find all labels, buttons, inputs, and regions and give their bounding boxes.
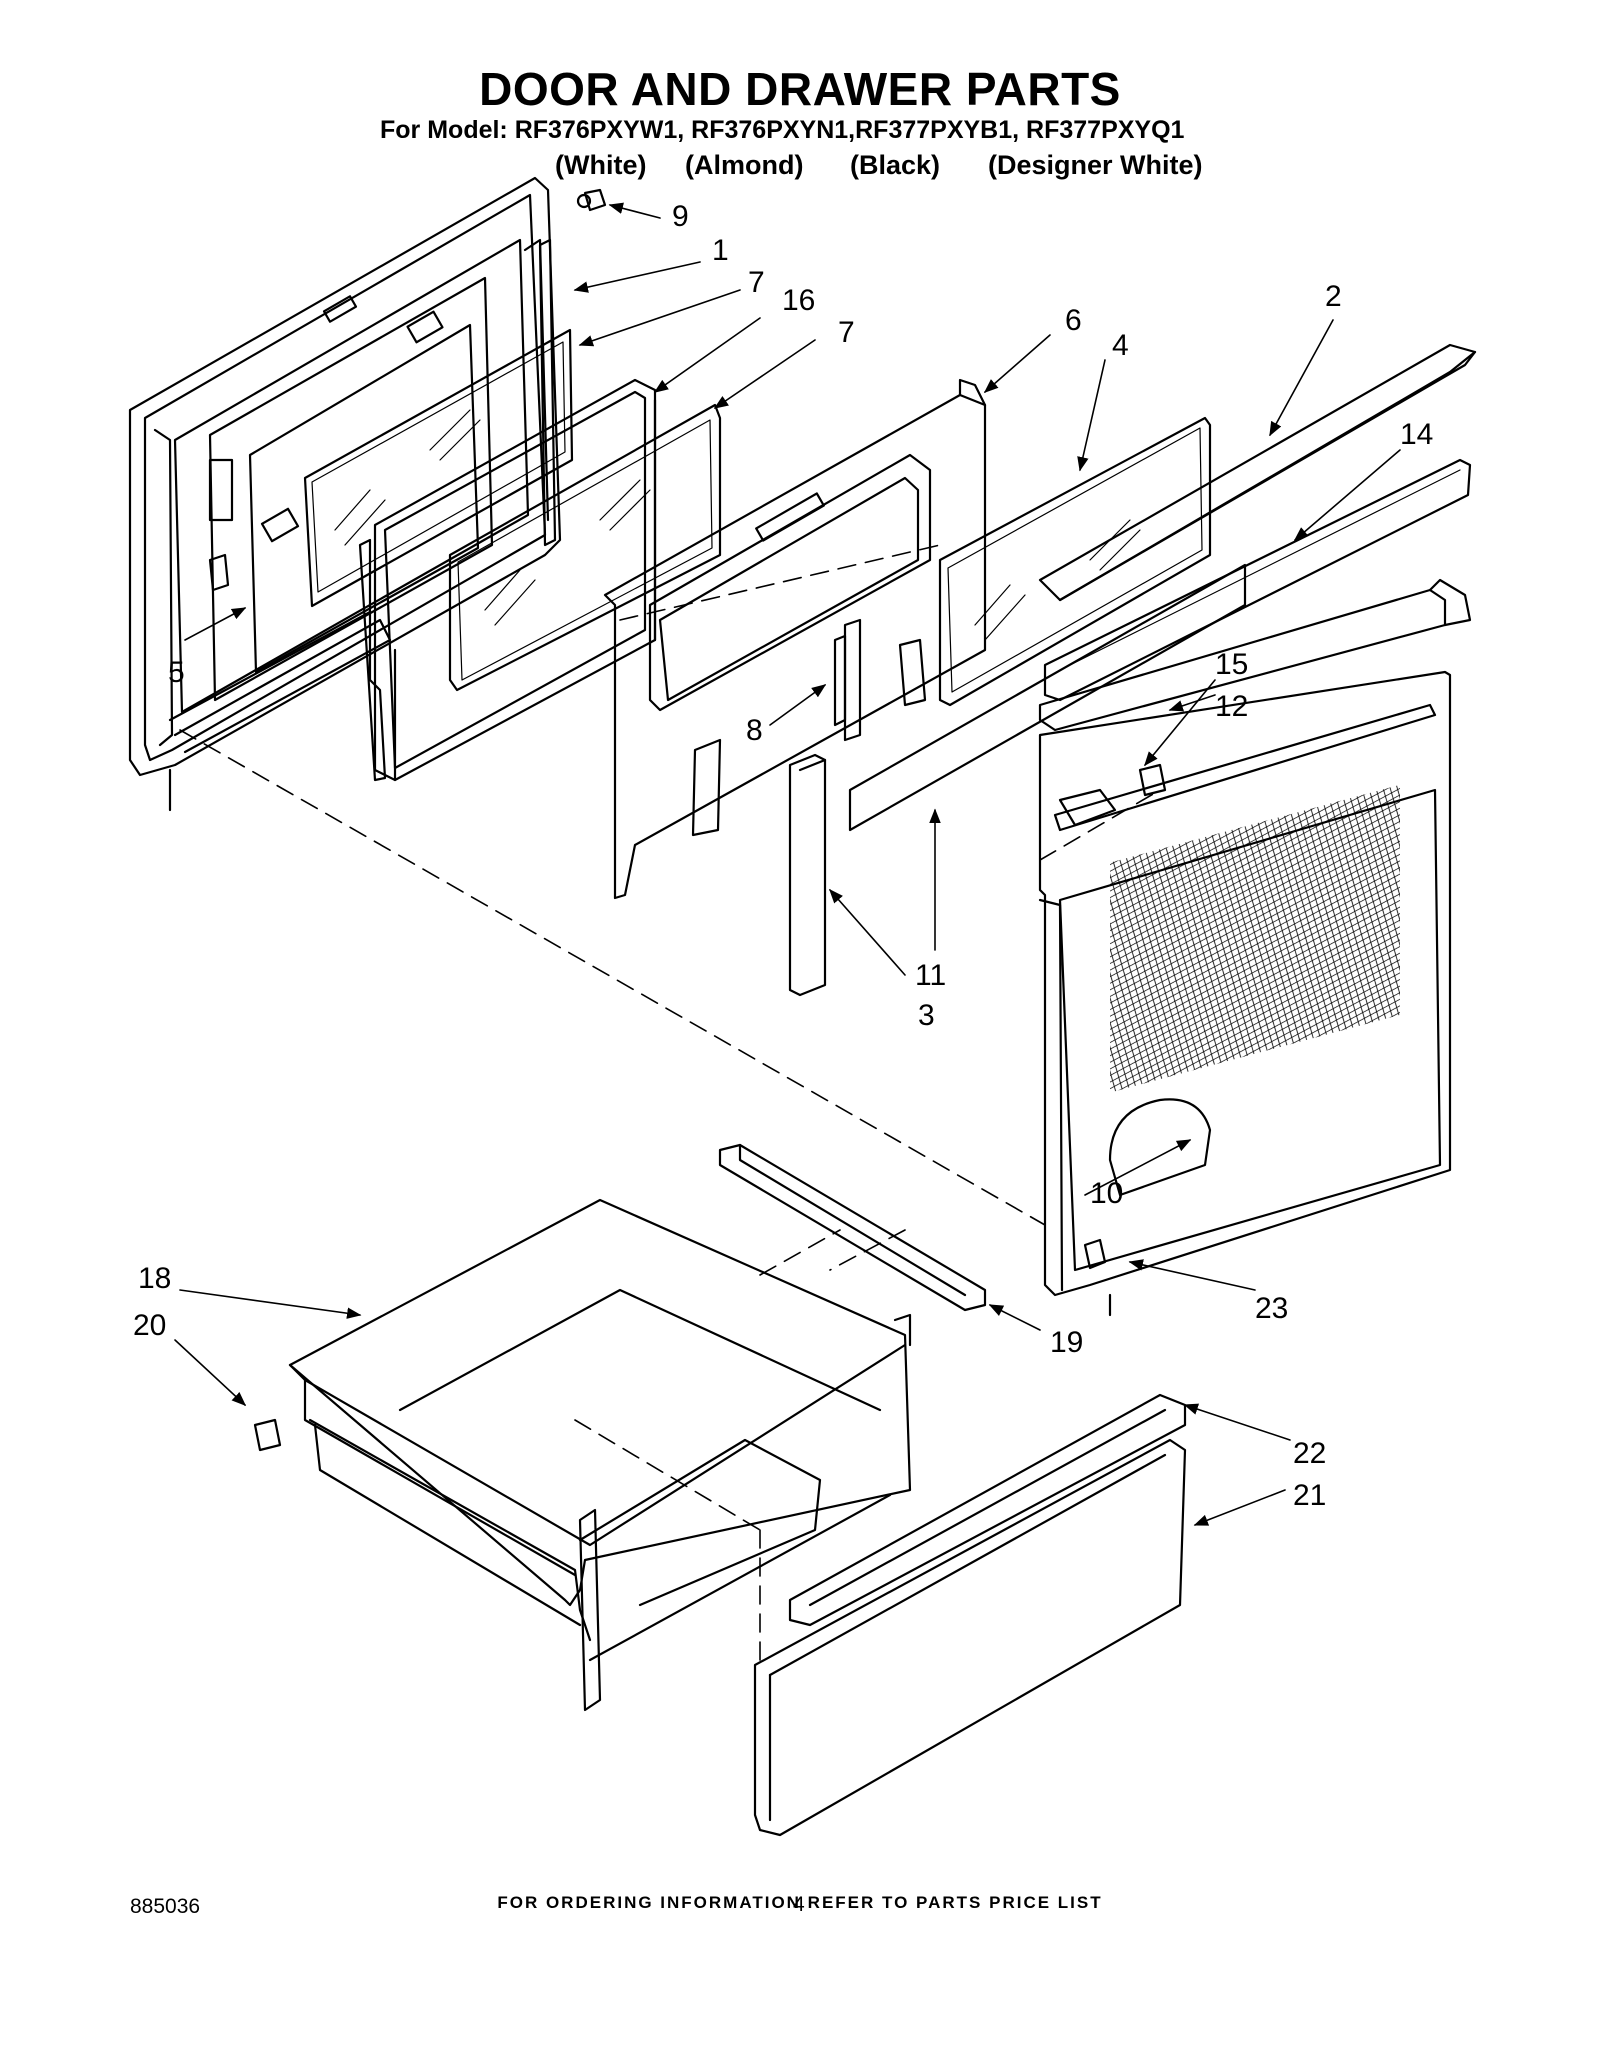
callout-8: 8 [746,714,763,747]
color-black: (Black) [850,150,941,180]
page-number: 4 [793,1893,805,1916]
drawer-box-18 [288,1198,912,1712]
callout-18: 18 [138,1262,171,1295]
color-designer-white: (Designer White) [988,150,1203,180]
drawer-front-panel-21 [753,1438,1187,1837]
callout-2: 2 [1325,280,1342,313]
callout-12: 12 [1215,690,1248,723]
color-white: (White) [555,150,647,180]
color-almond: (Almond) [685,150,804,180]
alignment-lines [179,544,1161,1661]
callout-21: 21 [1293,1479,1326,1512]
inner-frame [208,276,494,702]
ordering-note: FOR ORDERING INFORMATION REFER TO PARTS … [497,1893,1103,1912]
top-trim-2 [1038,343,1477,602]
drawer-front-trim-22 [788,1393,1187,1627]
drawer-clip-20 [253,1418,282,1452]
insulation-strip-3 [788,753,827,997]
callout-23: 23 [1255,1292,1288,1325]
callout-19: 19 [1050,1326,1083,1359]
callout-14: 14 [1400,418,1433,451]
callout-9: 9 [672,200,689,233]
glass-panel-7-front [303,328,574,608]
inner-glass-4 [938,416,1212,707]
callout-labels: 9 1 7 16 7 6 4 2 14 15 12 5 8 11 3 10 23… [133,200,1433,1512]
drawer-rail-19 [718,1143,987,1312]
hinge-bar-15-12 [1038,578,1472,832]
document-number: 885036 [130,1895,201,1918]
screw-9 [576,188,607,212]
callout-10: 10 [1090,1177,1123,1210]
callout-3: 3 [918,999,935,1032]
glass-spacer-frame-16 [358,378,657,782]
callout-6: 6 [1065,304,1082,337]
door-inner-liner [603,378,987,900]
callout-4: 4 [1112,329,1129,362]
model-list: For Model: RF376PXYW1, RF376PXYN1,RF377P… [380,116,1185,144]
leader-lines [174,202,1401,1526]
callout-11: 11 [915,959,946,992]
bracket-8 [833,618,862,742]
callout-7-a: 7 [748,266,765,299]
outer-door-panel [128,176,562,777]
callout-1: 1 [712,234,729,267]
callout-5: 5 [168,656,185,689]
callout-16: 16 [782,284,815,317]
panel-11 [848,563,1247,832]
page-title: DOOR AND DRAWER PARTS [479,63,1121,115]
callout-20: 20 [133,1309,166,1342]
callout-15: 15 [1215,648,1248,681]
callout-7-b: 7 [838,316,855,349]
door-back-panel-23 [1038,670,1452,1297]
callout-22: 22 [1293,1437,1326,1470]
vent-trim-14 [1043,458,1472,702]
